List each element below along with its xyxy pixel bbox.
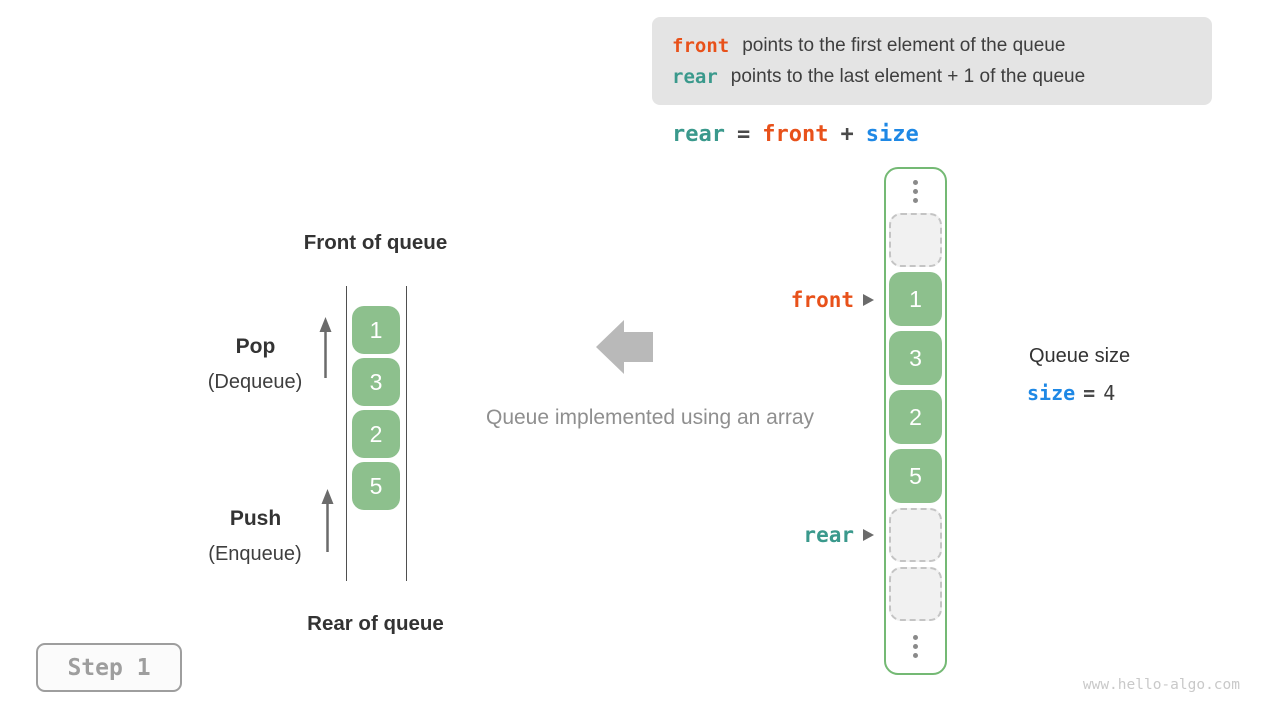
queue-box: 2	[352, 410, 400, 458]
left-block-arrow-icon	[596, 320, 653, 374]
array-cell: 2	[889, 390, 942, 444]
front-pointer-arrow-icon	[863, 294, 874, 306]
array-container: 1 3 2 5	[884, 167, 947, 675]
rear-of-queue-label: Rear of queue	[307, 612, 444, 635]
vertical-ellipsis-icon	[886, 635, 945, 658]
array-empty-cell	[889, 567, 942, 621]
legend-front-text: points to the first element of the queue	[742, 34, 1066, 56]
size-keyword: size	[1027, 381, 1076, 405]
rear-pointer-label: rear	[803, 523, 854, 547]
push-label: Push	[229, 507, 282, 530]
vertical-ellipsis-icon	[886, 180, 945, 203]
size-value: 4	[1103, 381, 1116, 405]
queue-box: 1	[352, 306, 400, 354]
enqueue-label: (Enqueue)	[208, 543, 302, 565]
formula-front: front	[762, 122, 829, 147]
queue-size-title: Queue size	[1029, 345, 1131, 367]
array-empty-cell	[889, 508, 942, 562]
front-pointer-label: front	[790, 288, 854, 312]
array-cell: 5	[889, 449, 942, 503]
step-badge: Step 1	[36, 643, 182, 692]
legend-box: front points to the first element of the…	[652, 17, 1212, 105]
legend-rear-text: points to the last element + 1 of the qu…	[730, 65, 1086, 87]
array-empty-cell	[889, 213, 942, 267]
formula: rear = front + size	[672, 121, 919, 147]
array-cell: 1	[889, 272, 942, 326]
front-keyword: front	[672, 34, 730, 57]
rear-pointer: rear	[760, 522, 874, 548]
queue-box: 3	[352, 358, 400, 406]
watermark: www.hello-algo.com	[1082, 677, 1240, 693]
legend-line-rear: rear points to the last element + 1 of t…	[672, 66, 1212, 88]
formula-rear: rear	[672, 122, 725, 147]
rear-pointer-arrow-icon	[863, 529, 874, 541]
pop-up-arrow-icon	[319, 317, 332, 378]
front-pointer: front	[760, 287, 874, 313]
queue-box: 5	[352, 462, 400, 510]
queue-size-value-line: size = 4	[1027, 381, 1115, 406]
pop-label: Pop	[235, 335, 276, 358]
dequeue-label: (Dequeue)	[207, 371, 303, 393]
queue-channel	[346, 286, 407, 581]
array-caption: Queue implemented using an array	[485, 406, 815, 429]
formula-plus: +	[840, 122, 854, 147]
formula-equals: =	[736, 122, 751, 147]
formula-size: size	[865, 122, 919, 147]
legend-line-front: front points to the first element of the…	[672, 35, 1212, 57]
array-cell: 3	[889, 331, 942, 385]
front-of-queue-label: Front of queue	[303, 231, 448, 254]
size-equals: =	[1083, 381, 1096, 405]
push-up-arrow-icon	[321, 489, 334, 552]
rear-keyword: rear	[672, 65, 718, 88]
